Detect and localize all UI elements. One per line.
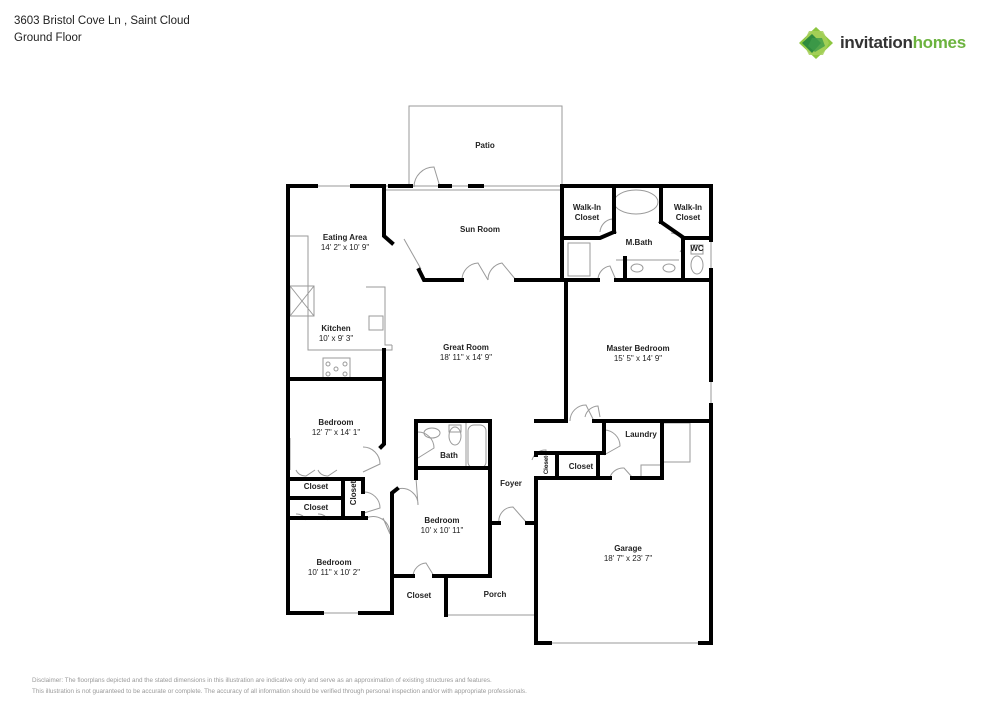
- disclaimer-line-1: Disclaimer: The floorplans depicted and …: [32, 677, 492, 684]
- room-closet-d: Closet: [568, 462, 594, 471]
- logo-wordmark: invitationhomes: [840, 33, 966, 52]
- disclaimer: Disclaimer: The floorplans depicted and …: [32, 675, 527, 697]
- room-closet-small: Closet: [544, 455, 550, 475]
- disclaimer-line-2: This illustration is not guaranteed to b…: [32, 688, 527, 695]
- property-address: 3603 Bristol Cove Ln , Saint Cloud: [14, 15, 190, 27]
- room-m-bath: M.Bath: [625, 238, 653, 247]
- room-bath: Bath: [440, 451, 458, 460]
- room-closet-b: Closet: [303, 503, 329, 512]
- room-closet-a: Closet: [303, 482, 329, 491]
- patio-outline: [408, 105, 563, 187]
- stacked-diamond-house-icon: [799, 27, 833, 59]
- floor-name: Ground Floor: [14, 32, 82, 44]
- page-header: 3603 Bristol Cove Ln , Saint Cloud Groun…: [14, 13, 190, 47]
- room-laundry: Laundry: [625, 430, 657, 439]
- room-closet-vertical: Closet: [349, 480, 358, 506]
- invitation-homes-logo: invitationhomes: [798, 26, 966, 60]
- room-closet-c: Closet: [406, 591, 432, 600]
- room-wc: WC: [690, 244, 704, 253]
- room-foyer: Foyer: [500, 479, 522, 488]
- room-sun-room: Sun Room: [460, 225, 500, 234]
- room-patio: Patio: [475, 141, 495, 150]
- room-porch: Porch: [483, 590, 507, 599]
